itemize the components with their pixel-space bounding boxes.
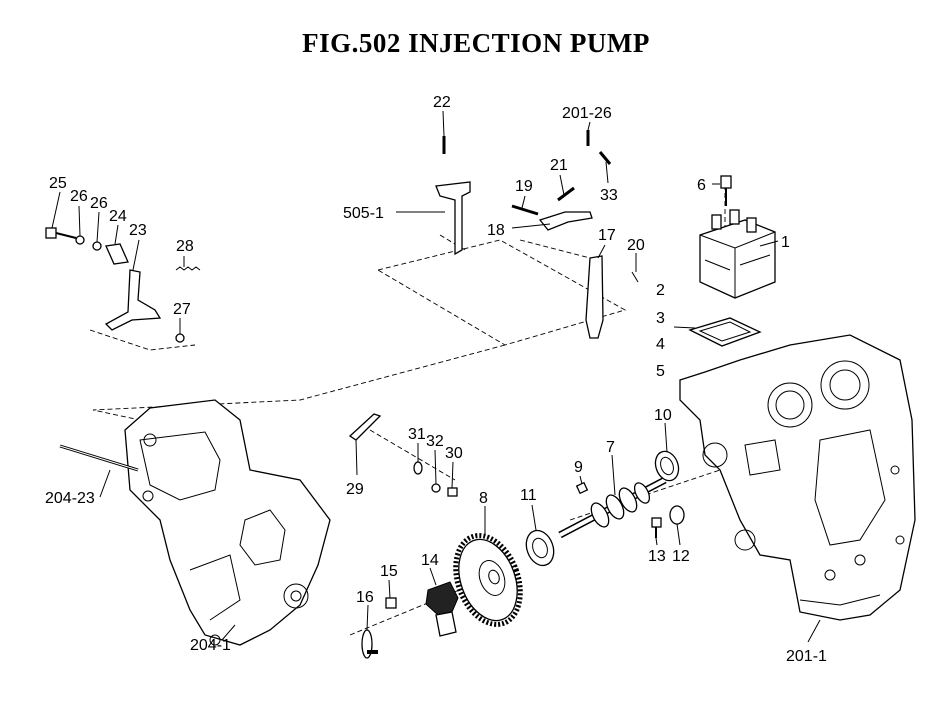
woodruff-key bbox=[575, 481, 589, 495]
governor-lever bbox=[585, 255, 604, 339]
label-25: 25 bbox=[49, 175, 67, 192]
lock-nut bbox=[75, 235, 85, 245]
governor-weight bbox=[425, 581, 459, 637]
pump-bolt bbox=[720, 175, 732, 206]
label-22: 22 bbox=[433, 94, 451, 111]
stud-bolt bbox=[59, 444, 139, 472]
lever-bracket bbox=[105, 243, 129, 265]
link-spring-washer bbox=[431, 483, 441, 493]
shaft-pin bbox=[557, 186, 575, 202]
label-5: 5 bbox=[656, 363, 665, 380]
injection-pump-gear bbox=[453, 533, 523, 627]
injection-pump bbox=[699, 209, 776, 299]
label-14: 14 bbox=[421, 552, 439, 569]
governor-shaft-lever bbox=[435, 181, 471, 256]
gear-case-housing bbox=[679, 334, 916, 621]
speed-control-lever bbox=[104, 269, 162, 331]
lever-washer bbox=[175, 333, 185, 343]
label-20: 20 bbox=[627, 237, 645, 254]
plug-screw bbox=[385, 597, 397, 609]
thrust-washer bbox=[669, 505, 685, 525]
label-6: 6 bbox=[697, 177, 706, 194]
label-2: 2 bbox=[656, 282, 665, 299]
label-19: 19 bbox=[515, 178, 533, 195]
link-washer bbox=[413, 461, 423, 475]
label-9: 9 bbox=[574, 459, 583, 476]
label-11: 11 bbox=[520, 487, 537, 504]
label-24: 24 bbox=[109, 208, 127, 225]
figure-title: FIG.502 INJECTION PUMP bbox=[302, 28, 650, 58]
label-12: 12 bbox=[672, 548, 690, 565]
label-30: 30 bbox=[445, 445, 463, 462]
camshaft bbox=[558, 476, 667, 539]
governor-link bbox=[348, 413, 382, 441]
link-nut bbox=[447, 487, 458, 497]
spring-pin bbox=[631, 271, 639, 283]
label-31: 31 bbox=[408, 426, 426, 443]
label-4: 4 bbox=[656, 336, 665, 353]
label-23: 23 bbox=[129, 222, 147, 239]
label-16: 16 bbox=[356, 589, 374, 606]
gear-bearing bbox=[525, 529, 555, 567]
label-201-26: 201-26 bbox=[562, 105, 612, 122]
label-3: 3 bbox=[656, 310, 665, 327]
label-33: 33 bbox=[600, 187, 618, 204]
fork-lever bbox=[538, 211, 593, 231]
label-29: 29 bbox=[346, 481, 364, 498]
lever-pin bbox=[511, 204, 539, 216]
label-13: 13 bbox=[648, 548, 666, 565]
camshaft-bearing bbox=[654, 450, 680, 482]
lever-bolt bbox=[45, 227, 77, 239]
label-505-1: 505-1 bbox=[343, 205, 384, 222]
label-18: 18 bbox=[487, 222, 505, 239]
label-7: 7 bbox=[606, 439, 615, 456]
return-spring bbox=[175, 266, 201, 271]
lock-nut-2 bbox=[92, 241, 102, 251]
label-8: 8 bbox=[479, 490, 488, 507]
label-10: 10 bbox=[654, 407, 672, 424]
label-26-a: 26 bbox=[70, 188, 88, 205]
lock-pin bbox=[598, 151, 612, 165]
label-17: 17 bbox=[598, 227, 616, 244]
label-21: 21 bbox=[550, 157, 568, 174]
gear-case-cover bbox=[124, 399, 331, 646]
label-1: 1 bbox=[781, 234, 790, 251]
label-204-1: 204-1 bbox=[190, 637, 231, 654]
label-28: 28 bbox=[176, 238, 194, 255]
label-204-23: 204-23 bbox=[45, 490, 95, 507]
label-26-b: 26 bbox=[90, 195, 108, 212]
governor-sleeve bbox=[361, 629, 378, 659]
pump-gasket bbox=[688, 317, 762, 347]
label-15: 15 bbox=[380, 563, 398, 580]
stopper-bolt bbox=[651, 517, 662, 538]
label-32: 32 bbox=[426, 433, 444, 450]
label-201-1: 201-1 bbox=[786, 648, 827, 665]
label-27: 27 bbox=[173, 301, 191, 318]
